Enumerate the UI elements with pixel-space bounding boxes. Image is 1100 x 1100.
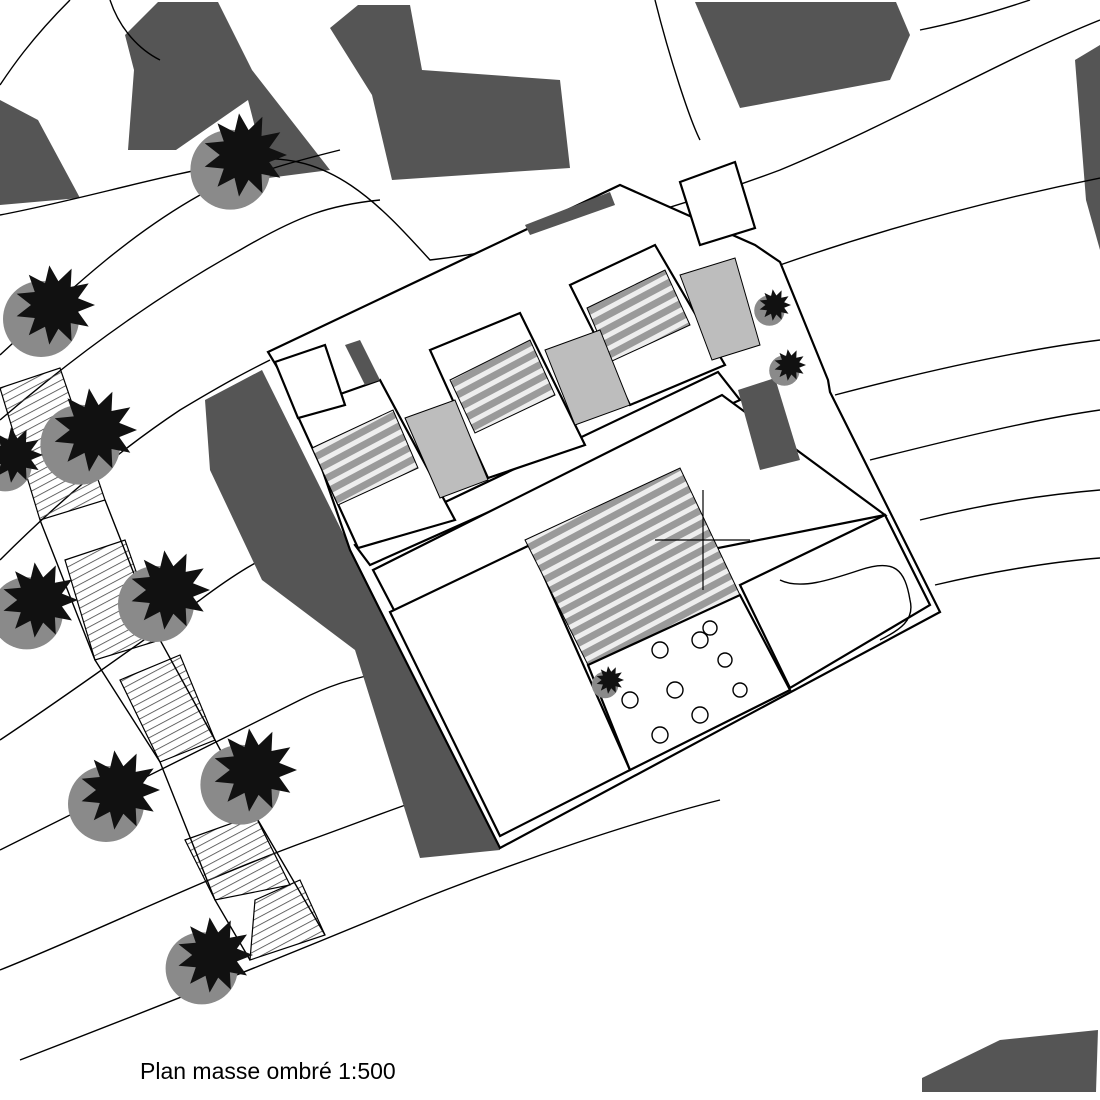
driveway xyxy=(779,564,912,641)
tree-canopy xyxy=(190,113,287,210)
terrain-lines xyxy=(0,0,1100,1061)
tree-canopy xyxy=(200,728,297,825)
tree-canopy xyxy=(0,562,78,650)
tree-canopy xyxy=(754,289,791,326)
trees xyxy=(0,113,806,1005)
main-building xyxy=(266,160,942,850)
building-cast-shadow xyxy=(205,370,500,858)
terrace-tables xyxy=(621,620,748,744)
tree-canopy xyxy=(118,550,210,642)
site-crosshair xyxy=(655,490,750,590)
tree-canopy xyxy=(3,265,96,357)
tree-canopy xyxy=(165,917,253,1005)
tree-canopy xyxy=(769,349,806,386)
tree-canopy xyxy=(0,427,43,492)
tree-canopy xyxy=(40,388,138,485)
tree-canopy xyxy=(591,666,624,699)
plan-caption: Plan masse ombré 1:500 xyxy=(140,1058,396,1084)
tree-canopy xyxy=(68,750,160,842)
